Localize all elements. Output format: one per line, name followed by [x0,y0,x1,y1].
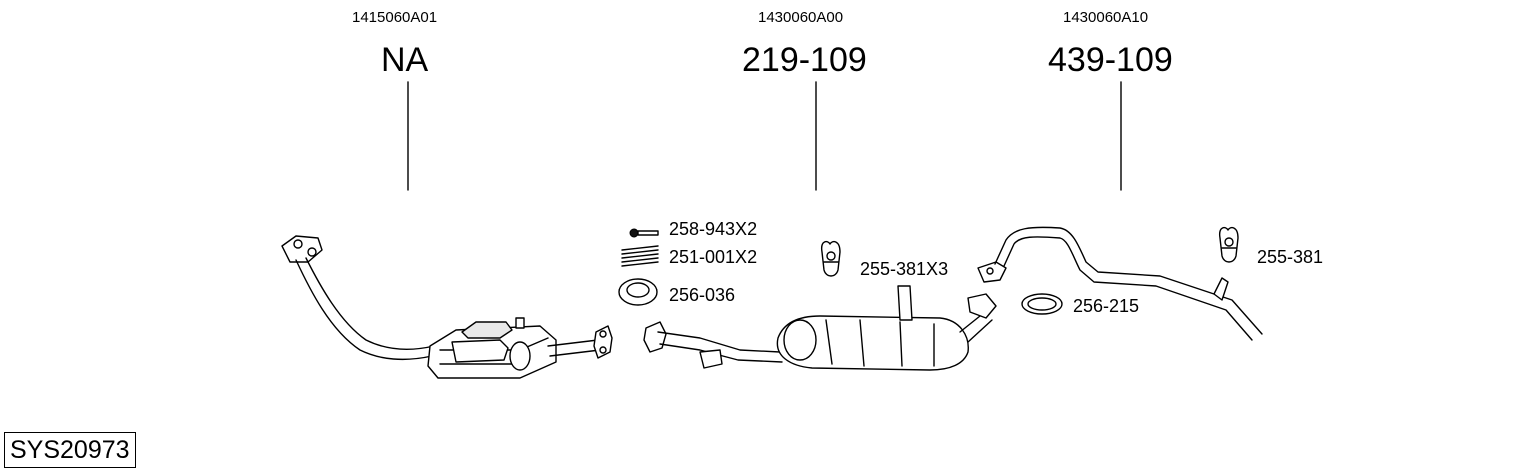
tail-pipe-drawing [977,226,1263,341]
ref-number-middle-silencer: 219-109 [742,41,867,79]
oem-number-tail-pipe: 1430060A10 [1063,9,1149,26]
part-label-hanger-rear: 255-381 [1257,247,1324,267]
oem-number-front-pipe: 1415060A01 [352,9,438,26]
spring-icon [621,245,659,267]
middle-silencer-drawing [643,285,997,371]
ref-number-tail-pipe: 439-109 [1048,41,1173,79]
part-label-bolt: 258-943X2 [669,219,758,239]
part-label-hanger-front: 255-381X3 [860,259,949,279]
rubber-hanger-front-icon [820,240,841,277]
ref-number-front-pipe: NA [381,41,429,79]
bolt-icon [629,228,659,238]
ring-gasket-icon [618,278,658,306]
oval-gasket-icon [1021,293,1063,315]
part-label-gasket-oval: 256-215 [1073,296,1140,316]
oem-number-middle-silencer: 1430060A00 [758,9,844,26]
system-code-box: SYS20973 [4,432,136,468]
part-label-spring: 251-001X2 [669,247,758,267]
rubber-hanger-rear-icon [1218,226,1239,263]
part-label-gasket-ring: 256-036 [669,285,736,305]
front-pipe-catalyst-drawing [281,235,613,379]
